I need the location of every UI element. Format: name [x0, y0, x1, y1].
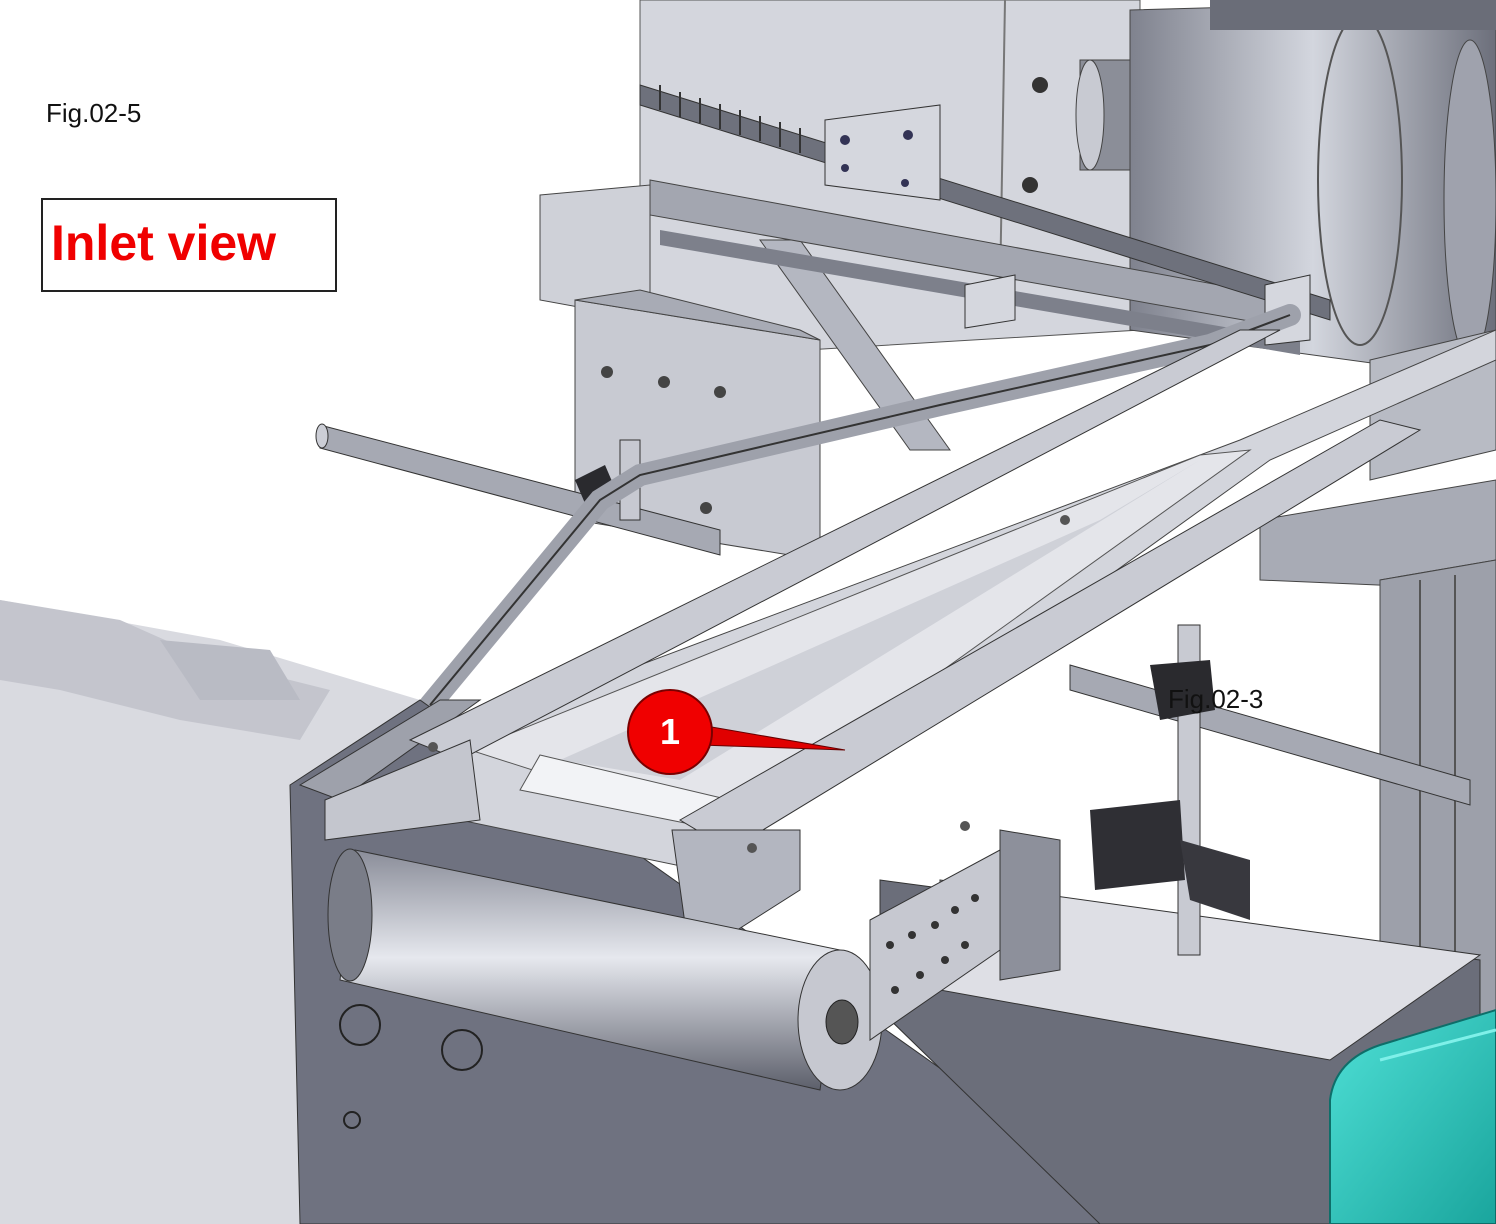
figure-label: Fig.02-5	[46, 98, 142, 128]
title-box: Inlet view	[41, 198, 337, 292]
reference-label: Fig.02-3	[1168, 684, 1264, 714]
teal-housing	[1329, 1008, 1496, 1224]
clamp-post	[1069, 624, 1471, 956]
floor-shadow	[0, 600, 420, 1224]
motor-cylinder	[1075, 0, 1496, 381]
view-title: Inlet view	[51, 215, 277, 271]
side-bracket	[869, 829, 1061, 1041]
guide-rod-left	[315, 423, 721, 556]
threaded-rod	[639, 84, 1331, 346]
callout-pointer	[627, 689, 846, 775]
callout-number: 1	[659, 711, 681, 752]
drive-roller	[327, 848, 883, 1091]
side-guides	[324, 329, 1422, 961]
